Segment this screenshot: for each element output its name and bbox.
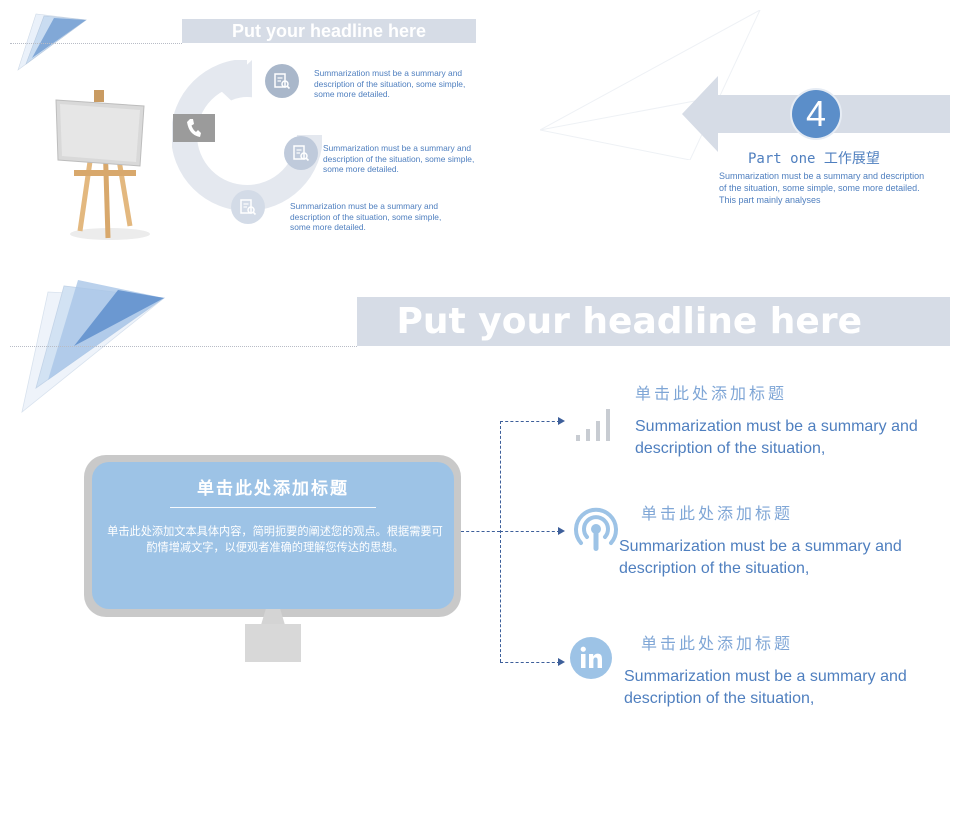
faint-paper-plane bbox=[540, 10, 761, 160]
phone-icon bbox=[187, 119, 201, 137]
item-title-1: 单击此处添加标题 bbox=[635, 384, 788, 403]
screen-body-text: 单击此处添加文本具体内容，简明扼要的阐述您的观点。根据需要可酌情增减文字，以便观… bbox=[107, 525, 443, 554]
broadcast-icon bbox=[574, 507, 618, 551]
connector-branch-1 bbox=[500, 421, 560, 422]
section-description: Summarization must be a summary and desc… bbox=[719, 171, 925, 205]
connector-branch-3 bbox=[500, 662, 560, 663]
cycle-arrow-ring bbox=[172, 60, 322, 210]
phone-icon-box bbox=[173, 114, 215, 142]
item-title-3: 单击此处添加标题 bbox=[641, 634, 794, 653]
search-document-icon bbox=[240, 199, 257, 216]
connector-vertical bbox=[500, 421, 501, 662]
item-text-2: Summarization must be a summary and desc… bbox=[323, 143, 475, 175]
monitor-screen bbox=[92, 462, 454, 609]
dotted-divider-bottom bbox=[10, 346, 357, 347]
headline-bar-bottom: Put your headline here bbox=[357, 297, 950, 346]
item-summary-3: Summarization must be a summary and desc… bbox=[624, 668, 907, 707]
connector-main bbox=[461, 531, 500, 532]
part-label: Part one 工作展望 bbox=[748, 151, 880, 167]
section-number-badge: 4 bbox=[792, 90, 840, 138]
item-summary-1: Summarization must be a summary and desc… bbox=[635, 418, 918, 457]
linkedin-icon bbox=[570, 637, 612, 679]
dotted-divider-top bbox=[10, 43, 182, 44]
item-text-3: Summarization must be a summary and desc… bbox=[290, 201, 442, 233]
glass-decoration-bottom bbox=[21, 280, 166, 414]
screen-divider bbox=[170, 507, 376, 508]
screen-title: 单击此处添加标题 bbox=[197, 479, 349, 499]
arrowhead-3 bbox=[558, 658, 565, 666]
monitor-stand bbox=[245, 624, 301, 662]
arrowhead-2 bbox=[558, 527, 565, 535]
glass-decoration-top bbox=[17, 13, 87, 71]
headline-bar-top: Put your headline here bbox=[182, 19, 476, 43]
item-title-2: 单击此处添加标题 bbox=[641, 504, 794, 523]
item-summary-2: Summarization must be a summary and desc… bbox=[619, 538, 902, 577]
item-icon-1 bbox=[265, 64, 299, 98]
item-text-1: Summarization must be a summary and desc… bbox=[314, 68, 466, 100]
arrowhead-1 bbox=[558, 417, 565, 425]
search-document-icon bbox=[274, 73, 291, 90]
connector-branch-2 bbox=[500, 531, 560, 532]
item-icon-3 bbox=[231, 190, 265, 224]
signal-bars-icon bbox=[576, 409, 610, 441]
easel-illustration bbox=[55, 90, 150, 240]
monitor-neck bbox=[261, 609, 285, 625]
search-document-icon bbox=[293, 145, 310, 162]
item-icon-2 bbox=[284, 136, 318, 170]
